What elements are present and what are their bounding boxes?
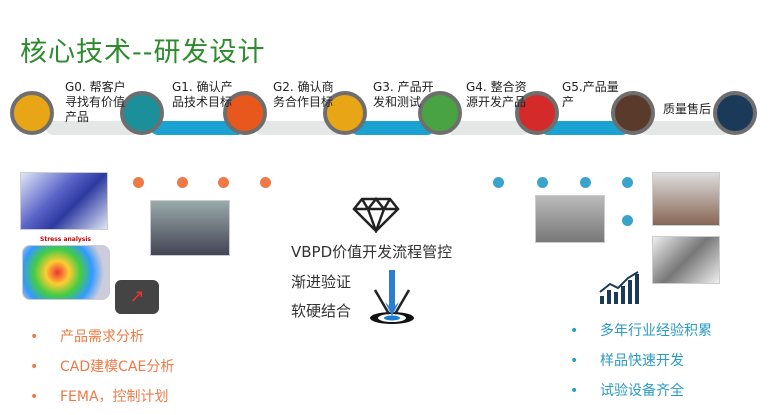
bullet-marker: • bbox=[30, 329, 39, 345]
team-icon bbox=[323, 91, 367, 135]
step-label: G3. 产品开发和测试 bbox=[373, 80, 434, 109]
stress-caption: Stress analysis bbox=[40, 236, 91, 243]
headset-icon bbox=[713, 91, 757, 135]
network-people-icon bbox=[515, 91, 559, 135]
bullet-text: 试验设备齐全 bbox=[600, 383, 684, 399]
bullet-marker: • bbox=[30, 389, 39, 405]
oscilloscope-image bbox=[535, 195, 605, 243]
target-icon bbox=[223, 91, 267, 135]
bullet-marker: • bbox=[570, 323, 579, 339]
bullet-item: • 样品快速开发 bbox=[570, 350, 684, 370]
customer-icon bbox=[10, 91, 54, 135]
bullet-text: FEMA，控制计划 bbox=[60, 389, 169, 405]
step-label: G0. 帮客户寻找有价值产品 bbox=[65, 80, 126, 124]
bullet-marker: • bbox=[570, 353, 579, 369]
dot bbox=[133, 177, 144, 188]
bullet-text: 样品快速开发 bbox=[600, 353, 684, 369]
progressive-verify-text: 渐进验证 bbox=[291, 273, 352, 291]
dot bbox=[177, 177, 188, 188]
dot bbox=[493, 177, 504, 188]
step-label: G2. 确认商务合作目标 bbox=[273, 80, 334, 109]
bullet-text: 产品需求分析 bbox=[60, 329, 144, 345]
hw-sw-text: 软硬结合 bbox=[291, 302, 352, 320]
test-equipment-image bbox=[652, 172, 720, 226]
step-label: G4. 整合资源开发产品 bbox=[466, 80, 527, 109]
step-label: 质量售后 bbox=[663, 102, 712, 116]
step-label: G5.产品量产 bbox=[562, 80, 619, 109]
magnifier-chart-icon bbox=[120, 91, 164, 135]
dot bbox=[260, 177, 271, 188]
analysis-chart-icon: ↗ bbox=[115, 280, 159, 314]
engineer-photo bbox=[150, 200, 230, 256]
bullet-item: • CAD建模CAE分析 bbox=[30, 356, 174, 376]
bullet-item: • FEMA，控制计划 bbox=[30, 386, 169, 406]
step-label: G1. 确认产品技术目标 bbox=[172, 80, 233, 109]
bullet-item: • 多年行业经验积累 bbox=[570, 320, 712, 340]
dot bbox=[580, 177, 591, 188]
gears-icon bbox=[418, 91, 462, 135]
stress-analysis-image bbox=[22, 245, 110, 300]
dot bbox=[622, 215, 633, 226]
dot bbox=[622, 177, 633, 188]
growth-bars-icon bbox=[598, 270, 644, 310]
vbpd-text: VBPD价值开发流程管控 bbox=[291, 243, 453, 261]
bullet-text: 多年行业经验积累 bbox=[600, 323, 712, 339]
dot bbox=[218, 177, 229, 188]
bullet-text: CAD建模CAE分析 bbox=[60, 359, 175, 375]
bullet-marker: • bbox=[570, 383, 579, 399]
bullet-item: • 试验设备齐全 bbox=[570, 380, 684, 400]
dot bbox=[537, 177, 548, 188]
bullet-marker: • bbox=[30, 359, 39, 375]
growth-chart-icon bbox=[611, 91, 655, 135]
arrow-target-icon bbox=[367, 268, 417, 330]
bullet-item: • 产品需求分析 bbox=[30, 326, 144, 346]
cad-model-image bbox=[20, 172, 108, 230]
diamond-icon bbox=[352, 196, 400, 237]
page-title: 核心技术--研发设计 bbox=[20, 37, 266, 68]
xray-image bbox=[652, 236, 720, 284]
